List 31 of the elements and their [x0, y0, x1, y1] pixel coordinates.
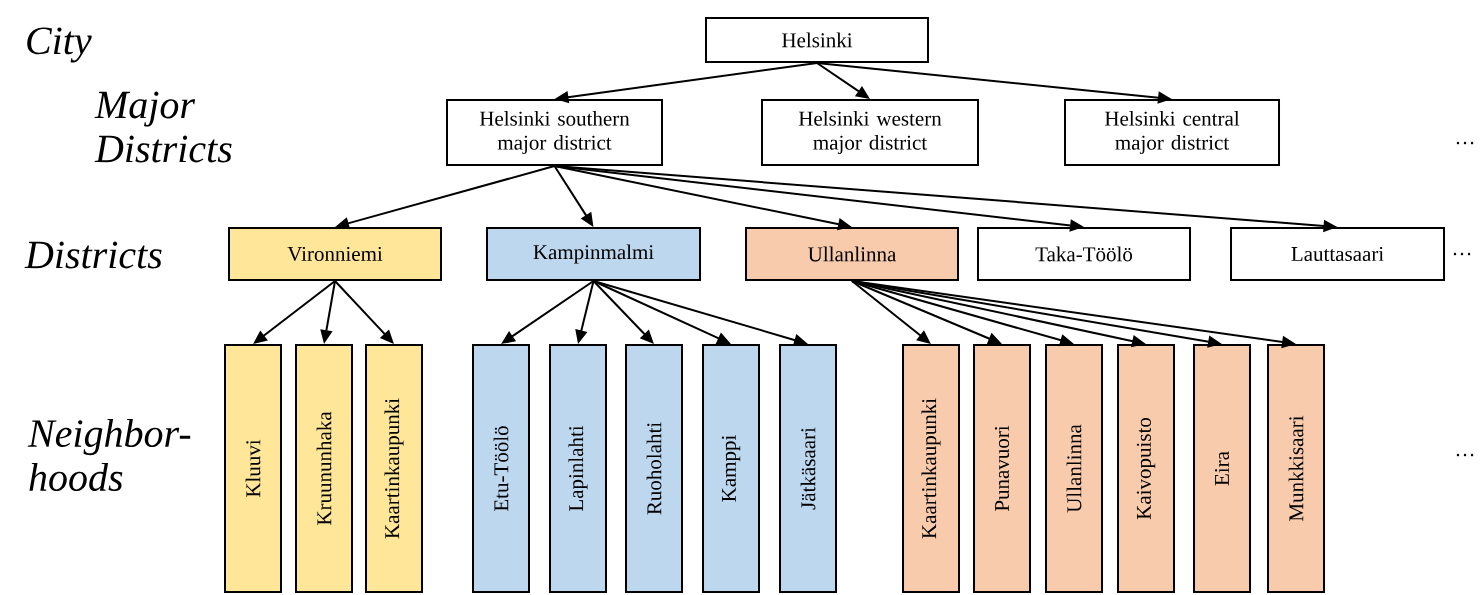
neighborhood-box: Kaartinkaupunki [365, 344, 423, 593]
district-box: Ullanlinna [745, 227, 959, 281]
level-label: Districts [24, 241, 162, 269]
district-box: Kampinmalmi [486, 227, 701, 281]
neighborhood-box: Kruununhaka [295, 344, 353, 593]
neighborhood-box: Lapinlahti [549, 344, 607, 593]
neighborhood-box: Kamppi [702, 344, 760, 593]
ellipsis: … [1456, 453, 1474, 457]
neighborhood-box: Punavuori [973, 344, 1031, 593]
major-district-box: Helsinki southern major district [446, 99, 663, 166]
level-label: City [27, 27, 92, 63]
major-district-box: Helsinki central major district [1064, 99, 1280, 166]
neighborhood-box: Kluuvi [224, 344, 282, 593]
neighborhood-box: Etu-Töölö [472, 344, 530, 593]
district-box: Lauttasaari [1230, 227, 1445, 281]
neighborhood-box: Jätkäsaari [779, 344, 837, 593]
arrow [334, 280, 394, 344]
major-district-box: Helsinki western major district [761, 99, 979, 166]
city-box: Helsinki [705, 17, 929, 63]
neighborhood-box: Ruoholahti [625, 344, 683, 593]
neighborhood-box: Kaivopuisto [1117, 344, 1175, 593]
district-box: Taka-Töölö [977, 227, 1191, 281]
level-label: Major Districts [94, 91, 232, 163]
neighborhood-box: Munkkisaari [1267, 344, 1325, 593]
arrow [592, 280, 654, 344]
ellipsis: … [1456, 141, 1474, 145]
neighborhood-box: Ullanlinna [1045, 344, 1103, 593]
level-label: Neighbor- hoods [27, 418, 191, 492]
neighborhood-box: Kaartinkaupunki [902, 344, 960, 593]
neighborhood-box: Eira [1193, 344, 1251, 593]
district-box: Vironniemi [228, 227, 442, 281]
